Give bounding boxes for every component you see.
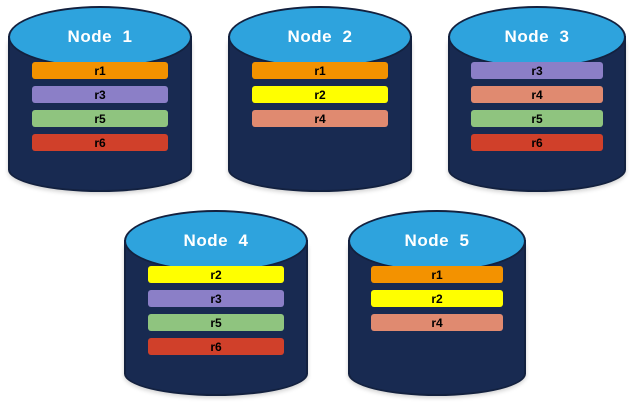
record-bar-r6[interactable]: r6 bbox=[31, 134, 169, 151]
record-bar-r5[interactable]: r5 bbox=[471, 110, 603, 127]
record-bar-r1[interactable]: r1 bbox=[371, 266, 503, 283]
database-cylinder-icon bbox=[124, 210, 308, 396]
node-4-records: r2 r3 r5 r6 bbox=[124, 266, 308, 355]
record-bar-r5[interactable]: r5 bbox=[147, 314, 285, 331]
record-bar-r4[interactable]: r4 bbox=[371, 314, 503, 331]
record-bar-r4[interactable]: r4 bbox=[471, 86, 603, 103]
record-bar-r3[interactable]: r3 bbox=[31, 86, 169, 103]
record-bar-r5[interactable]: r5 bbox=[31, 110, 169, 127]
node-2-records: r1 r2 r4 bbox=[228, 62, 412, 127]
cylinder-top-ellipse bbox=[124, 210, 308, 272]
record-bar-r3[interactable]: r3 bbox=[147, 290, 285, 307]
record-bar-r2[interactable]: r2 bbox=[371, 290, 503, 307]
cylinder-top-ellipse bbox=[228, 6, 412, 68]
record-bar-r1[interactable]: r1 bbox=[251, 62, 389, 79]
record-bar-r4[interactable]: r4 bbox=[251, 110, 389, 127]
cylinder-top-ellipse bbox=[448, 6, 626, 68]
record-bar-r6[interactable]: r6 bbox=[471, 134, 603, 151]
node-3-records: r3 r4 r5 r6 bbox=[448, 62, 626, 151]
database-cylinder-icon bbox=[228, 6, 412, 192]
cylinder-top-ellipse bbox=[8, 6, 192, 68]
record-bar-r6[interactable]: r6 bbox=[147, 338, 285, 355]
node-5-records: r1 r2 r4 bbox=[348, 266, 526, 331]
record-bar-r2[interactable]: r2 bbox=[251, 86, 389, 103]
record-bar-r1[interactable]: r1 bbox=[31, 62, 169, 79]
database-cylinder-icon bbox=[348, 210, 526, 396]
record-bar-r3[interactable]: r3 bbox=[471, 62, 603, 79]
cylinder-top-ellipse bbox=[348, 210, 526, 272]
record-bar-r2[interactable]: r2 bbox=[147, 266, 285, 283]
node-1-records: r1 r3 r5 r6 bbox=[8, 62, 192, 151]
